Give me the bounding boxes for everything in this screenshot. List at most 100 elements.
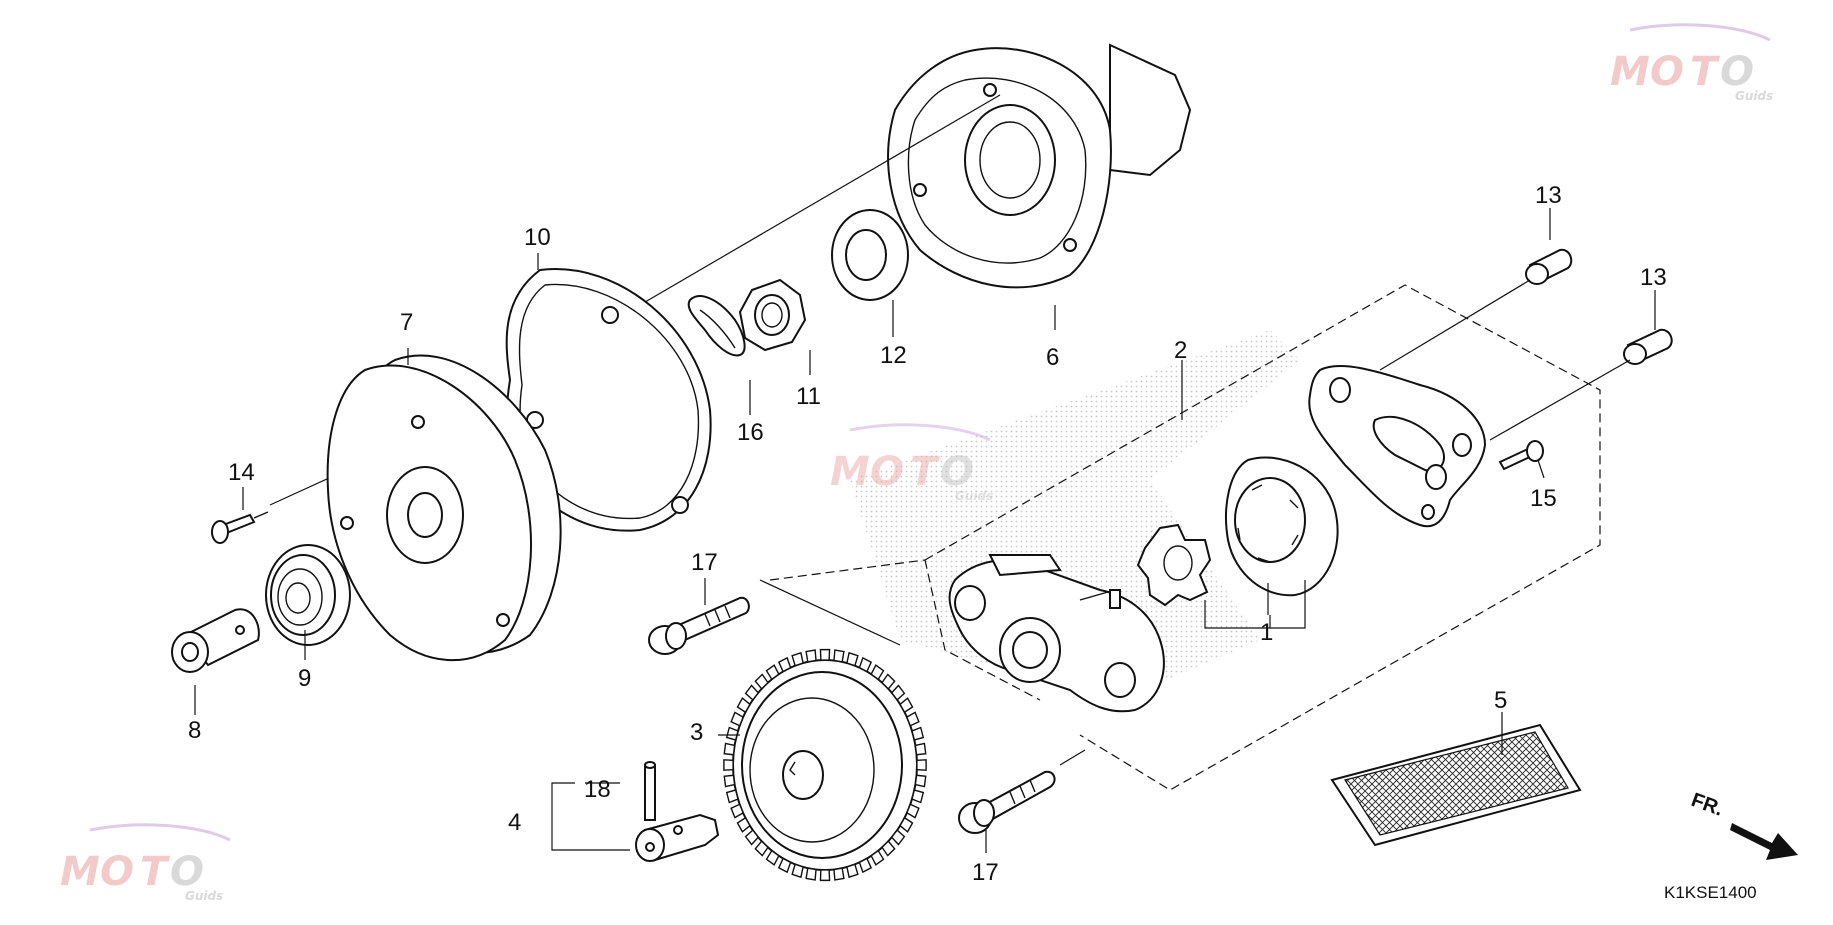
bracket-1: [1204, 580, 1306, 629]
gear-tooth: [870, 849, 885, 866]
callout-6: 6: [1046, 344, 1059, 371]
watermark-logo-bottom-left: M O T O Guids: [60, 823, 231, 903]
callout-9: 9: [298, 665, 311, 692]
gear-tooth: [765, 664, 780, 681]
gear-tooth: [906, 803, 920, 819]
gear-tooth: [870, 664, 885, 681]
part-18-pin: [644, 761, 656, 821]
callout-12: 12: [880, 342, 907, 369]
callout-11: 11: [796, 383, 821, 410]
svg-text:O: O: [940, 449, 974, 495]
gear-tooth: [723, 742, 736, 756]
assembly-outline: [769, 284, 1601, 791]
gear-tooth: [791, 651, 804, 667]
gear-tooth: [725, 726, 739, 741]
gear-tooth: [899, 697, 914, 714]
part-15-screw: [1498, 440, 1544, 471]
callout-5: 5: [1494, 687, 1507, 714]
callout-18: 18: [584, 776, 611, 803]
gear-tooth: [805, 649, 817, 663]
gear-tooth: [819, 869, 831, 882]
callout-13-lower: 13: [1640, 264, 1667, 291]
callout-13-upper: 13: [1535, 182, 1562, 209]
callout-2: 2: [1174, 337, 1187, 364]
part-4-shaft: [635, 813, 720, 862]
gear-tooth: [723, 774, 736, 788]
gear-tooth: [916, 759, 927, 771]
watermark-logo-top-right: M O T O Guids: [1610, 23, 1773, 103]
svg-text:Guids: Guids: [955, 489, 993, 503]
leader-17-upper: [759, 579, 901, 646]
part-14-screw: [211, 511, 269, 544]
callout-17-upper: 17: [691, 549, 718, 576]
svg-text:T: T: [910, 449, 940, 495]
callout-17-lower: 17: [972, 859, 999, 886]
svg-text:M: M: [830, 449, 870, 495]
callout-1: 1: [1260, 619, 1273, 646]
gear-tooth: [805, 867, 817, 881]
svg-text:Guids: Guids: [185, 889, 223, 903]
gear-tooth: [846, 863, 859, 879]
gear-tooth: [881, 673, 896, 690]
gear-tooth: [819, 648, 831, 661]
svg-text:T: T: [140, 849, 170, 895]
leader-axis-upper: [639, 94, 1001, 306]
gear-tooth: [754, 673, 769, 690]
svg-text:T: T: [1690, 49, 1720, 95]
part-1-outer-rotor: [1225, 456, 1339, 597]
callout-14: 14: [228, 459, 255, 486]
leader-17-lower: [1059, 749, 1086, 766]
callout-15: 15: [1530, 485, 1557, 512]
svg-text:O: O: [100, 849, 134, 895]
gear-tooth: [833, 867, 845, 881]
part-13-dowel-lower: [1623, 328, 1673, 365]
gear-tooth: [725, 789, 739, 804]
gear-tooth: [791, 863, 804, 879]
gear-tooth: [765, 849, 780, 866]
watermark-logo-center: M O T O Guids: [830, 423, 993, 503]
callout-labels: 1 2 3 4 5 6 7 8 9 10 11 12 13 13 14 15 1…: [188, 182, 1667, 886]
part-16-clip: [687, 295, 746, 357]
svg-text:Guids: Guids: [1735, 89, 1773, 103]
callout-16: 16: [737, 419, 764, 446]
svg-text:O: O: [1720, 49, 1754, 95]
gear-tooth: [777, 656, 792, 673]
callout-leaders: [194, 208, 1656, 853]
callout-8: 8: [188, 717, 201, 744]
leader-13-upper: [1379, 279, 1531, 371]
part-7-cover: [326, 354, 562, 661]
part-11-nut: [738, 278, 807, 352]
gear-tooth: [858, 857, 873, 874]
gear-tooth: [744, 684, 760, 701]
gear-tooth: [858, 656, 873, 673]
gear-tooth: [890, 684, 906, 701]
front-marker: FR.: [1688, 789, 1726, 821]
gear-tooth: [754, 840, 769, 857]
gear-tooth: [730, 803, 744, 819]
gear-tooth: [730, 711, 744, 727]
part-3-gear-teeth: [723, 648, 927, 882]
front-arrow-icon: [1730, 823, 1798, 860]
gear-tooth: [833, 649, 845, 663]
gear-tooth: [744, 829, 760, 846]
part-1-inner-rotor: [1136, 523, 1212, 607]
gear-tooth: [846, 651, 859, 667]
callout-3: 3: [690, 719, 703, 746]
svg-text:M: M: [1610, 49, 1650, 95]
part-17-bolt-upper: [648, 596, 750, 655]
gear-tooth: [906, 711, 920, 727]
part-6-housing: [887, 43, 1192, 289]
callout-7: 7: [400, 309, 413, 336]
diagram-code: K1KSE1400: [1664, 883, 1757, 902]
svg-text:M: M: [60, 849, 100, 895]
part-2-pump-body: [948, 554, 1165, 713]
part-3-gear: [732, 659, 918, 871]
part-10-gasket: [505, 268, 712, 532]
svg-text:O: O: [1650, 49, 1684, 95]
svg-text:O: O: [170, 849, 204, 895]
gear-tooth: [911, 726, 925, 741]
gear-tooth: [911, 789, 925, 804]
part-8-pin: [171, 608, 260, 673]
gear-tooth: [914, 742, 927, 756]
